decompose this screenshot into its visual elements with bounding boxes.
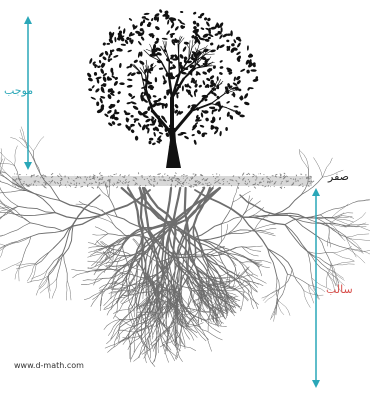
tree-icon xyxy=(86,9,258,168)
source-watermark: www.d-math.com xyxy=(14,361,84,370)
roots-icon xyxy=(0,127,370,367)
ground-line xyxy=(12,172,314,189)
positive-label: موجب xyxy=(4,84,33,97)
negative-label: سالب xyxy=(326,283,353,296)
zero-label: صفر xyxy=(328,170,349,183)
